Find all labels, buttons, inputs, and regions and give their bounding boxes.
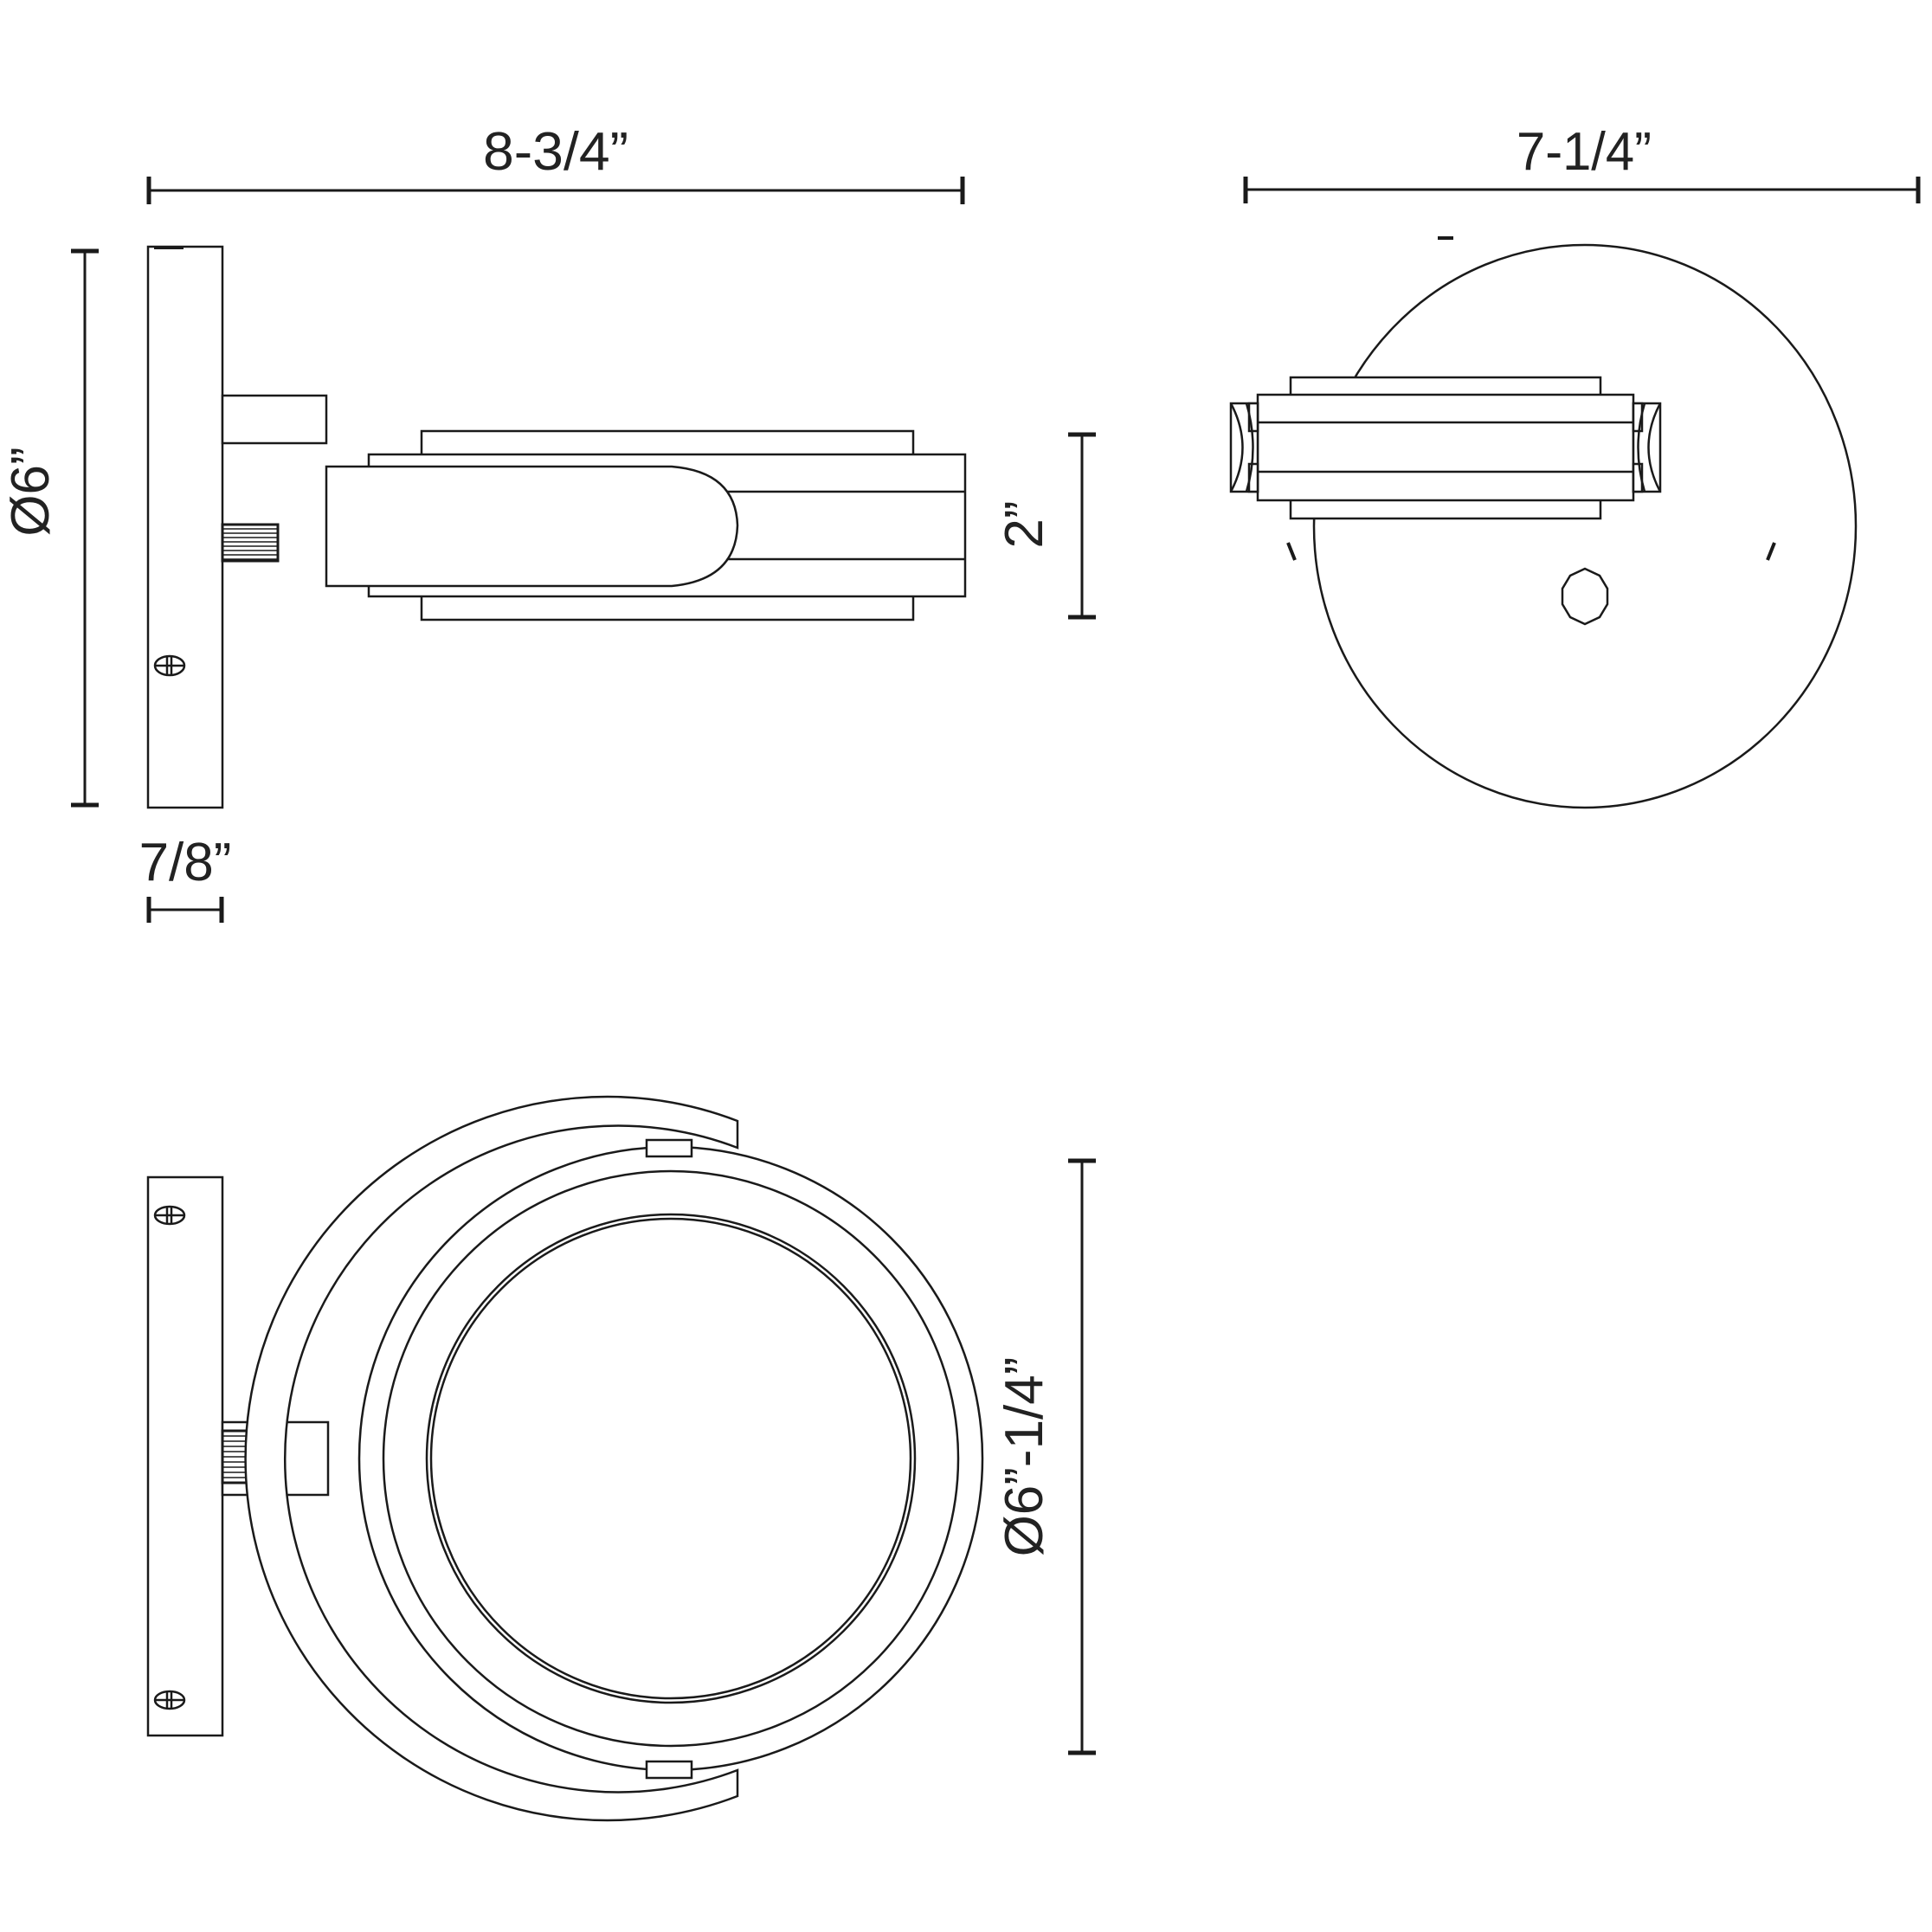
right-end-cap — [1632, 402, 1662, 493]
canopy-depth-dimension: 7/8” — [139, 833, 232, 923]
shade-holder — [325, 465, 739, 588]
screw-icon — [153, 1205, 186, 1226]
set-screw-hole — [1561, 567, 1609, 626]
pivot-tab-bottom — [645, 1760, 693, 1780]
front-view: 7-1/4” — [1229, 122, 1921, 809]
screw-icon — [153, 1690, 186, 1710]
width-label: 7-1/4” — [1517, 122, 1652, 182]
canopy-disc — [1312, 243, 1858, 809]
depth-label: 8-3/4” — [483, 122, 628, 182]
canopy-plate — [146, 245, 224, 809]
canopy-plate-2 — [146, 1175, 224, 1737]
canopy-diameter-dimension: Ø6” — [1, 248, 99, 808]
shade-disc-mid — [382, 1169, 960, 1748]
pivot-tab-top — [645, 1138, 693, 1158]
shade-disc-lens — [425, 1213, 917, 1704]
side-view-rotated: Ø6”-1/4” — [146, 1095, 1096, 1822]
left-end-cap — [1229, 402, 1259, 493]
outer-ring-arc — [244, 1095, 739, 1822]
shade-height-dimension: 2” — [995, 432, 1096, 620]
width-dimension: 7-1/4” — [1243, 122, 1921, 203]
canopy-diameter-label: Ø6” — [1, 447, 61, 536]
front-shade-body — [1256, 393, 1635, 502]
depth-dimension: 8-3/4” — [146, 122, 965, 204]
arm — [221, 394, 328, 445]
shade-diameter-label: Ø6”-1/4” — [995, 1357, 1054, 1557]
canopy-depth-label: 7/8” — [139, 833, 232, 892]
shade-diameter-dimension: Ø6”-1/4” — [995, 1158, 1096, 1755]
shade-height-label: 2” — [995, 500, 1054, 548]
side-view: 8-3/4” Ø6” — [1, 122, 1096, 923]
knurled-knob — [221, 523, 280, 563]
screw-icon — [153, 654, 186, 677]
